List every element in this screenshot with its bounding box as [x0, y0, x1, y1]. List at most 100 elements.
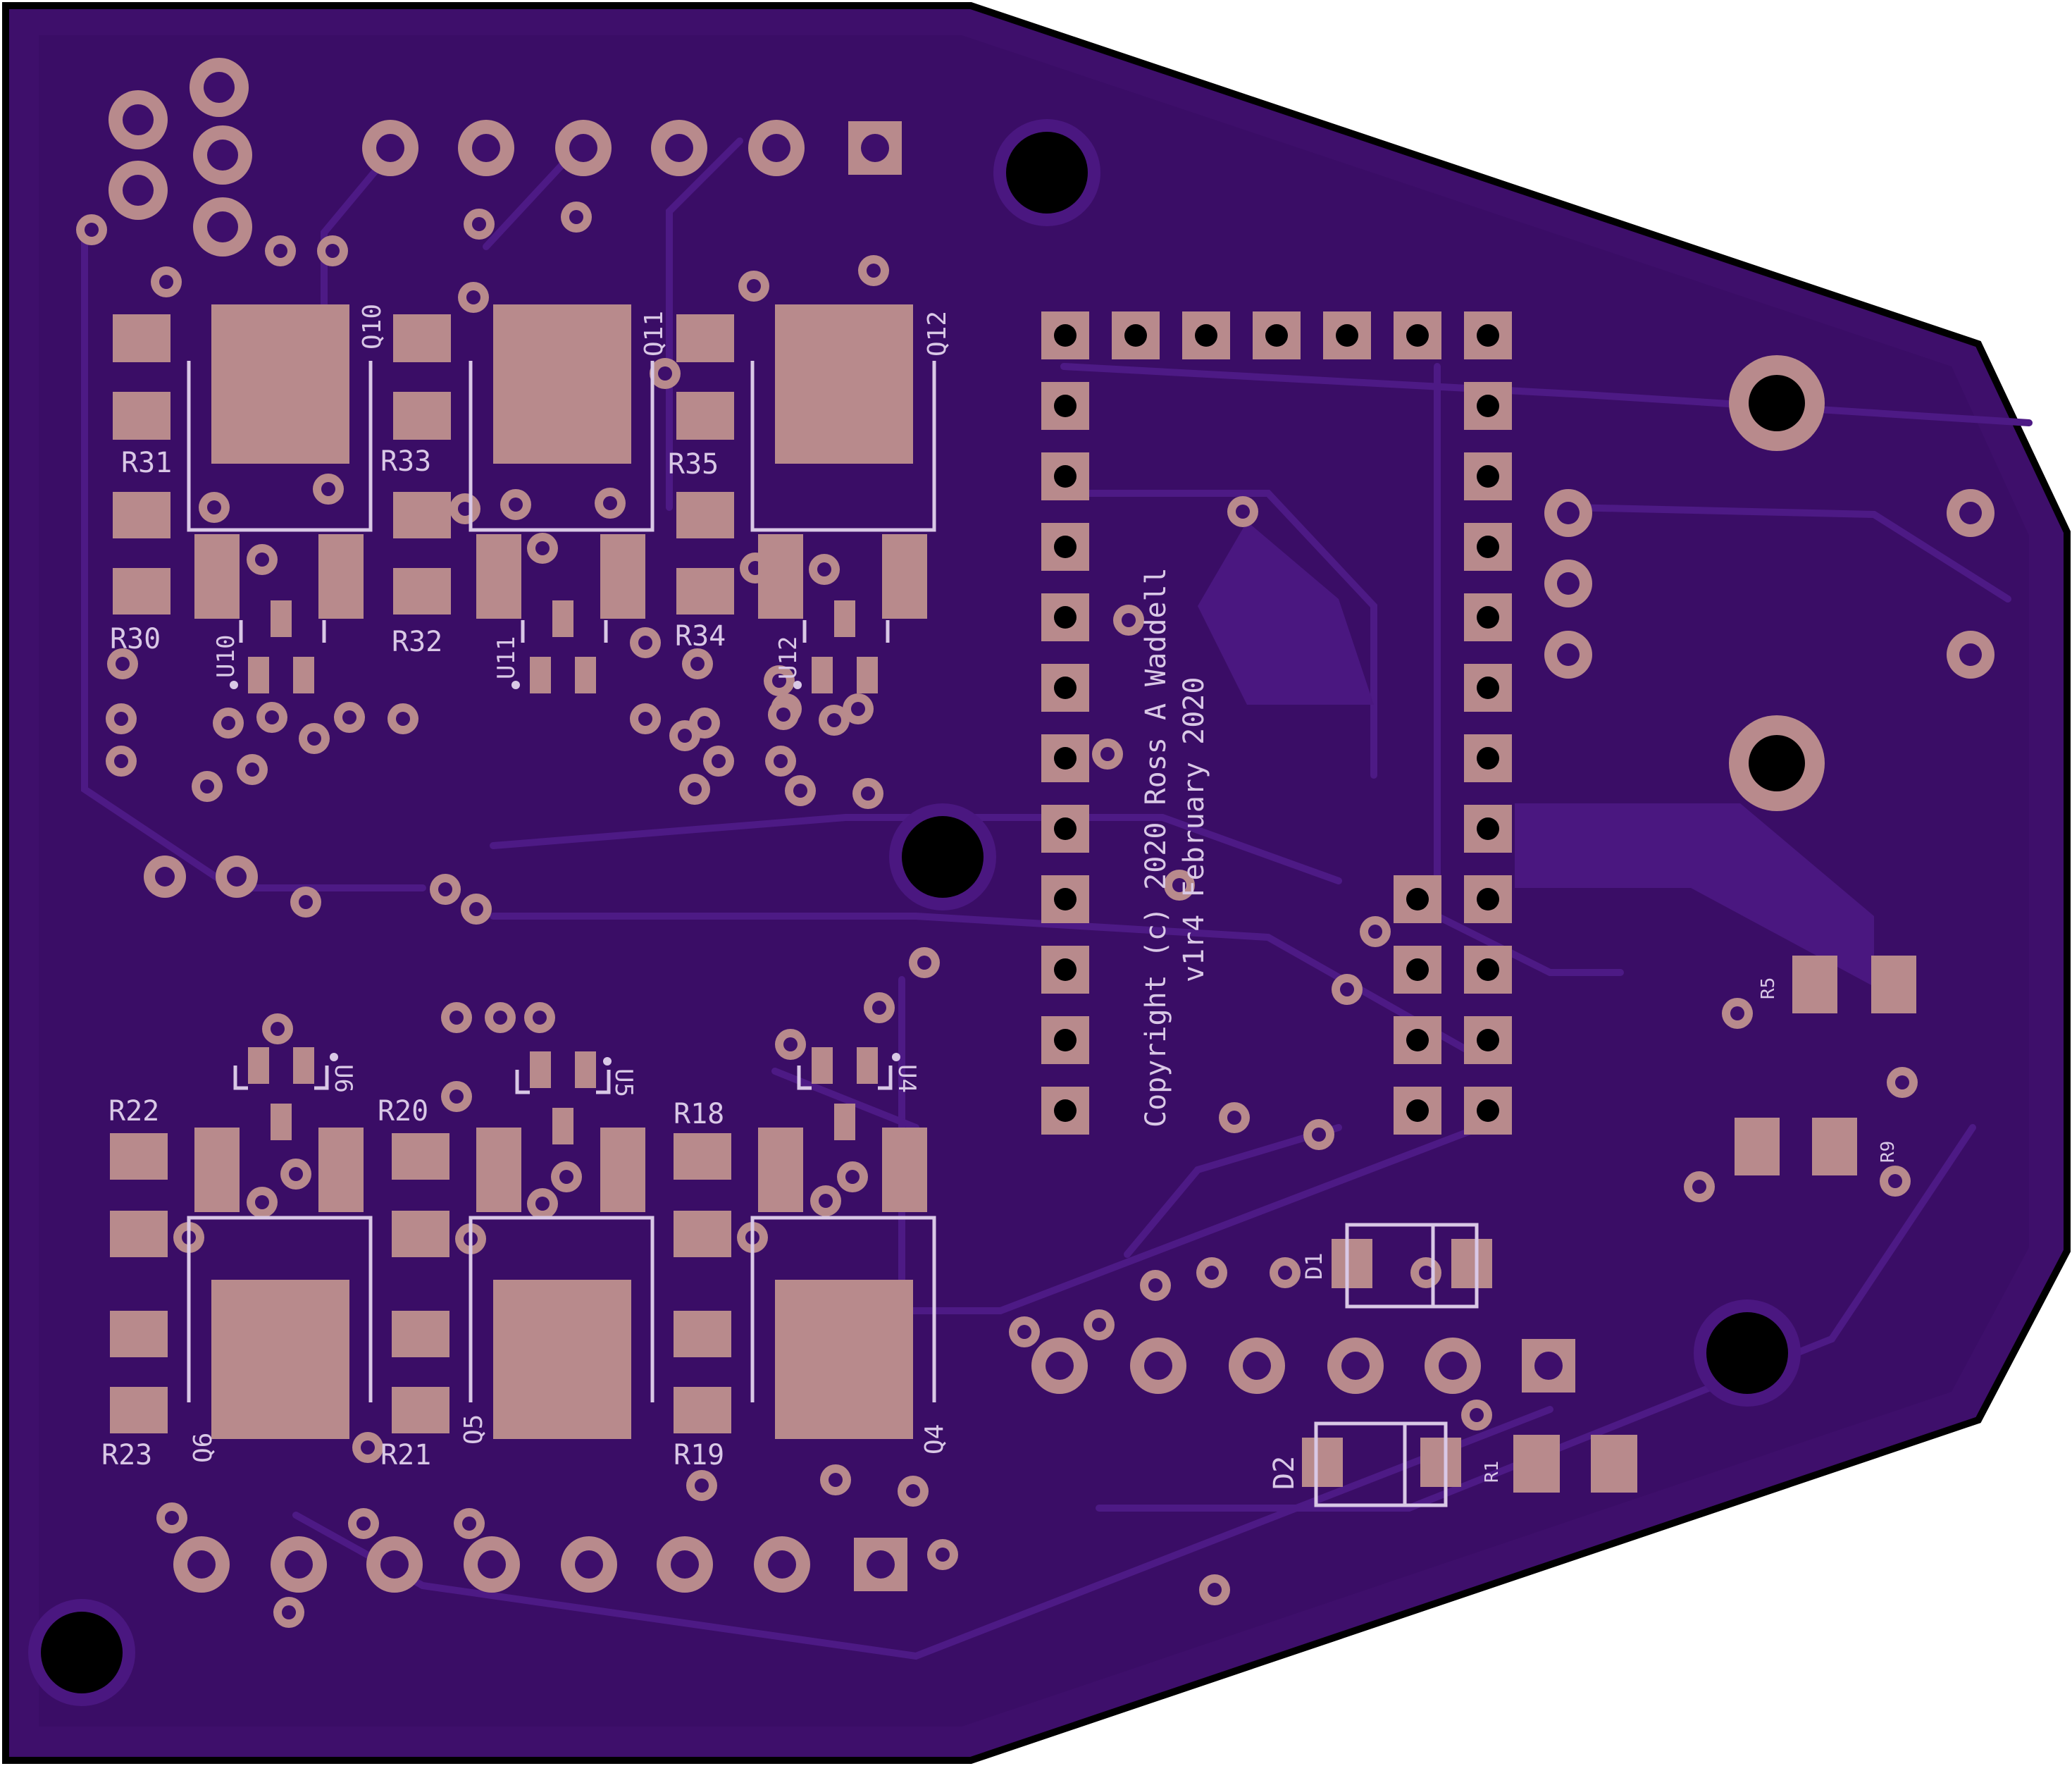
- via-drill: [774, 754, 788, 768]
- label-r32: R32: [392, 626, 442, 658]
- label-q12: Q12: [923, 311, 952, 357]
- silkscreen-labels: R31 R30 R33 R32 R35 R34 R22 R23 R20 R21 …: [101, 304, 1899, 1490]
- via-drill: [207, 500, 221, 514]
- via-drill: [1278, 1266, 1292, 1280]
- square-pad-drills: [861, 134, 1563, 1579]
- via-drill: [255, 1195, 269, 1209]
- via-drill: [438, 882, 452, 896]
- header-pad-drill: [1477, 395, 1499, 417]
- via-drill: [695, 1478, 709, 1493]
- via-drill: [1205, 1266, 1219, 1280]
- silkscreen-outlines: [187, 361, 1479, 1507]
- header-pad-drill: [1054, 1099, 1077, 1122]
- label-d2: D2: [1268, 1456, 1301, 1490]
- label-r30: R30: [110, 623, 161, 655]
- header-pad-drill: [1054, 817, 1077, 840]
- via-drill: [1888, 1174, 1902, 1188]
- via-drill: [1236, 505, 1250, 519]
- label-u12: U12: [774, 636, 802, 679]
- label-r31: R31: [121, 447, 172, 479]
- header-pad-drill: [1477, 536, 1499, 558]
- via-drill: [165, 1511, 179, 1525]
- label-r35: R35: [668, 448, 719, 481]
- via-drill: [867, 264, 881, 278]
- via-drill: [200, 779, 214, 794]
- via-drill: [462, 1517, 476, 1531]
- header-pad-drill: [1477, 677, 1499, 699]
- via-drill: [697, 716, 712, 730]
- via-drill: [658, 366, 672, 381]
- header-pad-drill: [1054, 747, 1077, 770]
- via-drill: [342, 710, 356, 724]
- header-pad-drill: [1195, 324, 1217, 347]
- header-pad-drill: [1477, 817, 1499, 840]
- header-pad-drill: [1477, 1029, 1499, 1051]
- via-drill: [1017, 1325, 1031, 1339]
- label-u6: U6: [329, 1064, 357, 1093]
- via-drill: [114, 712, 128, 726]
- via-drill: [289, 1167, 303, 1181]
- via-drill: [1227, 1111, 1241, 1125]
- via-drill: [1208, 1583, 1222, 1597]
- via-drill: [851, 702, 865, 716]
- via-drill: [271, 1022, 285, 1036]
- via-drill: [829, 1473, 843, 1487]
- via-drill: [638, 712, 652, 726]
- via-drill: [1172, 878, 1186, 892]
- header-pad-drill: [1477, 606, 1499, 629]
- via-drill: [85, 223, 99, 237]
- via-drill: [1470, 1408, 1484, 1422]
- copyright-text: Copyright (c) 2020 Ross A Waddell: [1140, 567, 1172, 1128]
- round-pad-drills: [123, 72, 1982, 1579]
- via-drill: [819, 1194, 833, 1208]
- via-drill: [638, 636, 652, 650]
- via-drill: [1312, 1128, 1326, 1142]
- mounting-hole: [1706, 1312, 1788, 1394]
- via-drill: [793, 784, 807, 798]
- label-q6: Q6: [189, 1433, 218, 1463]
- large-through-hole-drills: [1749, 375, 1805, 791]
- via-drill: [159, 275, 173, 289]
- via-drill: [906, 1484, 920, 1498]
- copper-pour-2: [1515, 803, 1874, 987]
- via-drill: [1730, 1006, 1744, 1020]
- header-pad-drill: [1265, 324, 1288, 347]
- via-drill: [493, 1011, 507, 1025]
- via-drill: [325, 244, 340, 258]
- via-drill: [559, 1170, 573, 1184]
- via-drill: [299, 895, 313, 909]
- label-u4: U4: [893, 1064, 921, 1093]
- header-pad-drill: [1124, 324, 1147, 347]
- via-drill: [396, 712, 410, 726]
- via-drill: [466, 290, 480, 304]
- label-r33: R33: [380, 445, 431, 478]
- header-pad-drill: [1406, 958, 1429, 981]
- via-drill: [569, 210, 583, 224]
- via-drill: [245, 762, 259, 777]
- version-text: v1r4 February 2020: [1178, 677, 1210, 982]
- label-r18: R18: [674, 1098, 724, 1130]
- vias: [76, 202, 1918, 1628]
- via-drill: [449, 1011, 464, 1025]
- via-drill: [1122, 613, 1136, 627]
- via-drill: [533, 1011, 547, 1025]
- via-drill: [535, 541, 550, 555]
- header-pad-drill: [1406, 1029, 1429, 1051]
- via-drill: [678, 729, 692, 743]
- via-drill: [116, 657, 130, 671]
- via-drill: [690, 657, 705, 671]
- header-pad-drill: [1406, 324, 1429, 347]
- module-header-pads: [1041, 311, 1512, 1135]
- via-drill: [712, 754, 726, 768]
- via-drill: [1340, 982, 1354, 996]
- via-drill: [783, 1037, 798, 1051]
- via-drill: [321, 482, 335, 496]
- header-pad-drill: [1054, 888, 1077, 910]
- header-pad-drill: [1054, 465, 1077, 488]
- mounting-hole: [902, 816, 984, 898]
- via-drill: [936, 1548, 950, 1562]
- via-drill: [458, 502, 472, 516]
- via-drill: [917, 956, 931, 970]
- label-r23: R23: [101, 1439, 152, 1471]
